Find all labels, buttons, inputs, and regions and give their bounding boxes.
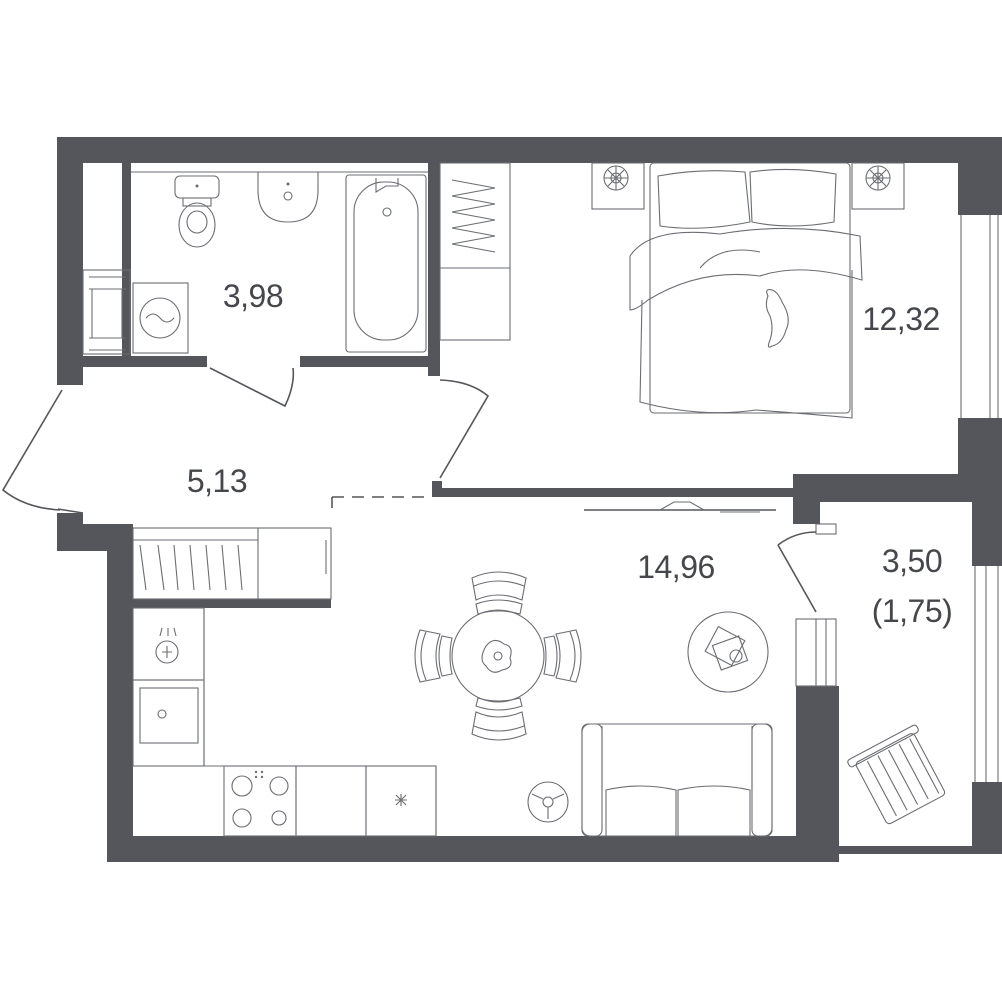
wall-bath-right: [428, 161, 440, 376]
dining-table-icon: [451, 609, 545, 703]
kitchen-sink-icon: [132, 679, 205, 767]
shelf-unit: [82, 269, 131, 355]
balcony-door-frame: [795, 523, 837, 687]
bed-icon: [629, 162, 863, 419]
bathroom-area-label: 3,98: [223, 278, 283, 314]
sink-icon: [257, 172, 319, 223]
hallway-closet: [132, 527, 332, 600]
wall-living-right-inner: [822, 686, 839, 862]
wall-bath-bottom-left: [57, 356, 207, 367]
hallway-area-label: 5,13: [187, 463, 247, 499]
boiler-icon: [132, 607, 205, 681]
fridge-icon: [365, 765, 437, 837]
sofa-icon: [581, 723, 773, 837]
bedroom-door: [439, 379, 490, 479]
coffee-table-icon: [687, 611, 769, 693]
balcony-reduced-area-label: (1,75): [872, 593, 953, 629]
wall-bottom: [107, 836, 839, 862]
balcony-door: [777, 531, 817, 613]
wall-corner-block: [793, 474, 820, 524]
wall-balcony-top: [806, 474, 1002, 502]
bathtub-icon: [345, 174, 427, 353]
counter-cabinet: [295, 765, 367, 837]
cat-icon: [765, 289, 789, 348]
lounge-chair-icon: [847, 724, 946, 825]
bedroom: [439, 162, 905, 419]
kitchen: [132, 607, 437, 837]
wall-left-lower: [107, 524, 133, 862]
toilet-icon: [174, 175, 220, 248]
living-room: [414, 501, 776, 837]
entrance-door: [1, 389, 84, 514]
nightstand-right: [851, 162, 905, 210]
wall-bedroom-bottom: [432, 488, 806, 497]
wall-top: [57, 137, 960, 163]
wall-balcony-right-bottom: [972, 782, 1002, 854]
balcony-area-label: 3,50: [882, 543, 942, 579]
dining-chair-top: [471, 571, 527, 615]
tv-icon: [584, 501, 776, 513]
wall-right-top: [958, 137, 1002, 215]
washing-machine-icon: [132, 282, 189, 354]
dining-chair-right: [543, 629, 582, 683]
stove-icon: [223, 765, 297, 837]
balcony: [847, 724, 946, 825]
nightstand-left: [591, 162, 645, 210]
bedroom-area-label: 12,32: [862, 301, 940, 337]
windows: [795, 215, 999, 782]
bathroom: [82, 171, 428, 355]
robot-vacuum-icon: [527, 781, 569, 823]
walls: [57, 137, 1002, 862]
dining-chair-bottom: [471, 697, 527, 741]
wall-right-mid: [958, 418, 1002, 480]
living-area-label: 14,96: [637, 549, 715, 585]
wall-bath-left: [122, 161, 131, 366]
doors: [1, 367, 817, 613]
bathroom-door: [209, 367, 295, 408]
wall-bath-bottom-right: [300, 356, 440, 367]
bedroom-window: [960, 215, 999, 418]
wall-left-upper: [57, 137, 83, 385]
wall-balcony-right-top: [972, 502, 1002, 566]
wardrobe: [439, 162, 511, 341]
wall-balcony-bottom: [838, 846, 972, 854]
dining-chair-left: [414, 629, 453, 683]
balcony-window: [974, 566, 999, 782]
wall-closet-bottom: [131, 599, 331, 608]
